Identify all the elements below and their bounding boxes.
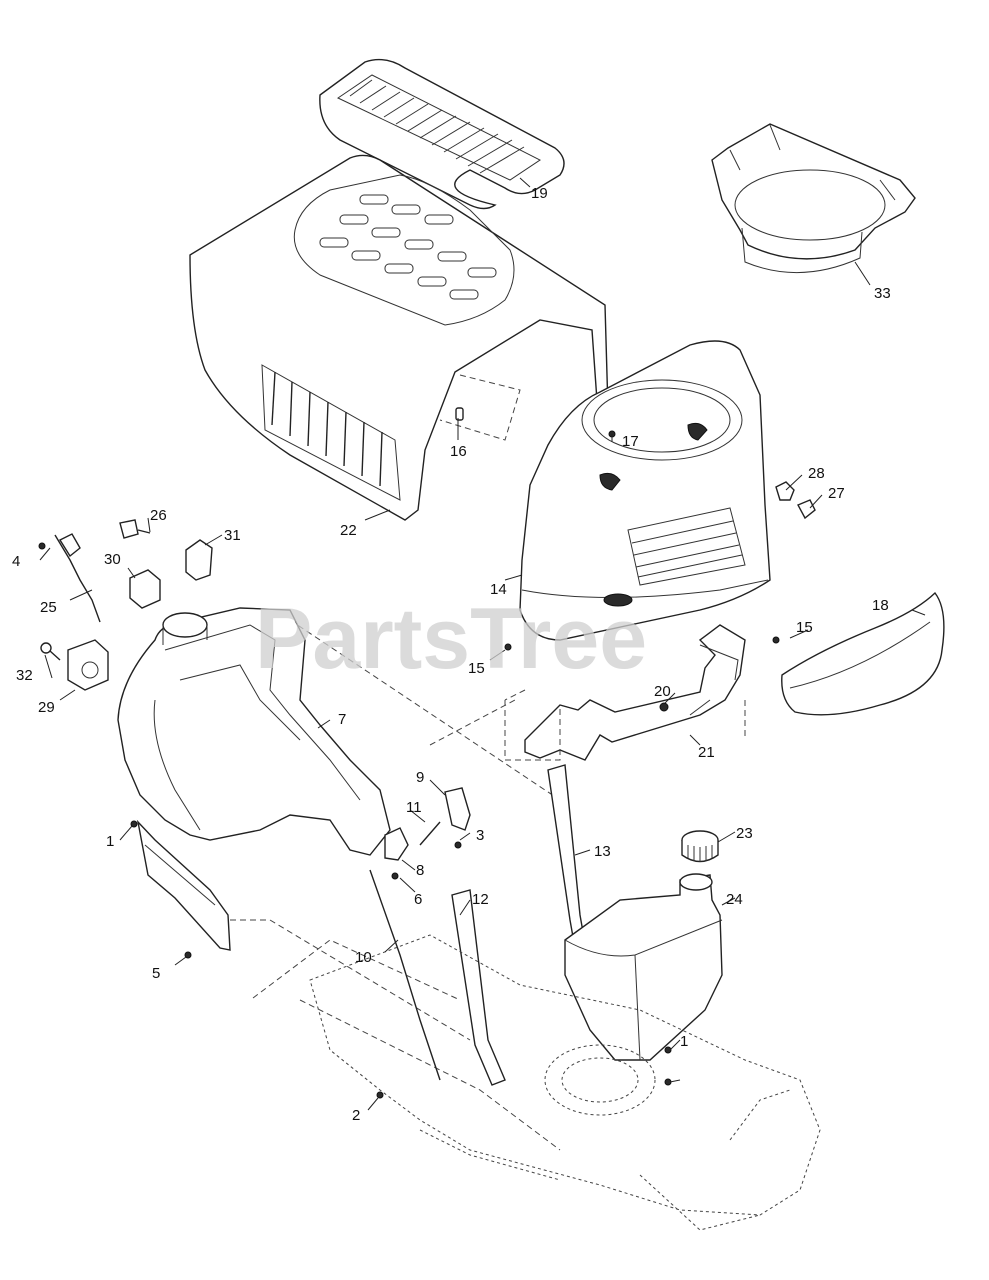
- side-panel: [136, 819, 231, 951]
- watermark-text: PartsTree: [255, 591, 647, 687]
- hood-grille-part-19: [319, 58, 565, 210]
- callout-13: 13: [594, 843, 611, 860]
- callout-28: 28: [808, 465, 825, 482]
- callout-29: 29: [38, 699, 55, 716]
- callout-2: 2: [352, 1107, 360, 1124]
- small-bracket-parts: [384, 787, 471, 880]
- callout-33: 33: [874, 285, 891, 302]
- callout-3: 3: [476, 827, 484, 844]
- callout-25: 25: [40, 599, 57, 616]
- callout-27: 27: [828, 485, 845, 502]
- battery-tray-part-33: [711, 123, 916, 273]
- callout-16: 16: [450, 443, 467, 460]
- callout-30: 30: [104, 551, 121, 568]
- support-rods: [369, 764, 596, 1086]
- callout-26: 26: [150, 507, 167, 524]
- callout-labels: 19 33 16 17 28 27 22 26 31 4 30 25 14 15…: [12, 185, 891, 1124]
- callout-14: 14: [490, 581, 507, 598]
- callout-4: 4: [12, 553, 20, 570]
- callout-8: 8: [416, 862, 424, 879]
- callout-5: 5: [152, 965, 160, 982]
- callout-15-left: 15: [468, 660, 485, 677]
- fuel-cap-part-23: [681, 830, 719, 863]
- fuel-tank-part-24: [564, 873, 723, 1061]
- bumper-part-18: [781, 591, 945, 716]
- callout-23: 23: [736, 825, 753, 842]
- callout-1-right: 1: [680, 1033, 688, 1050]
- callout-22: 22: [340, 522, 357, 539]
- callout-17: 17: [622, 433, 639, 450]
- callout-11: 11: [406, 799, 422, 816]
- dash-support-part-7: [117, 607, 391, 856]
- tractor-frame-outline: [309, 934, 821, 1231]
- dash-panel-part-14: [519, 340, 771, 641]
- callout-24: 24: [726, 891, 743, 908]
- callout-15-right: 15: [796, 619, 813, 636]
- callout-9: 9: [416, 769, 424, 786]
- callout-6: 6: [414, 891, 422, 908]
- assembly-dash-lines: [210, 374, 746, 1151]
- callout-31: 31: [224, 527, 241, 544]
- leader-lines: [39, 177, 926, 1111]
- hood-part-22: [189, 154, 609, 521]
- callout-1-left: 1: [106, 833, 114, 850]
- callout-32: 32: [16, 667, 33, 684]
- callout-18: 18: [872, 597, 889, 614]
- callout-7: 7: [338, 711, 346, 728]
- callout-19: 19: [531, 185, 548, 202]
- callout-10: 10: [355, 949, 372, 966]
- callout-21: 21: [698, 744, 715, 761]
- callout-12: 12: [472, 891, 489, 908]
- bracket-part-21: [524, 624, 746, 761]
- callout-20: 20: [654, 683, 671, 700]
